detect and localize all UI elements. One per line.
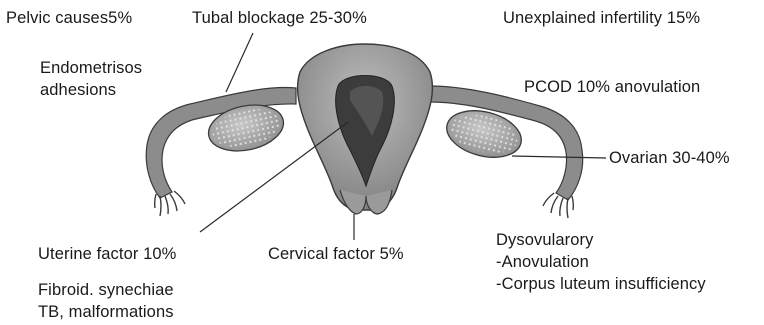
label-endometriosis-line2: adhesions <box>40 80 116 100</box>
label-unexplained-infertility: Unexplained infertility 15% <box>503 8 700 28</box>
label-dysovulatory-line2: -Anovulation <box>496 252 589 272</box>
label-fibroid-line1: Fibroid. synechiae <box>38 280 174 300</box>
leader-ovarian <box>512 156 606 158</box>
label-dysovulatory-line1: Dysovularory <box>496 230 593 250</box>
leader-tubal <box>226 33 253 92</box>
label-ovarian: Ovarian 30-40% <box>609 148 730 168</box>
label-endometriosis-line1: Endometrisos <box>40 58 142 78</box>
label-fibroid-line2: TB, malformations <box>38 302 174 322</box>
label-uterine-factor: Uterine factor 10% <box>38 244 176 264</box>
label-cervical-factor: Cervical factor 5% <box>268 244 404 264</box>
label-dysovulatory-line3: -Corpus luteum insufficiency <box>496 274 706 294</box>
label-tubal-blockage: Tubal blockage 25-30% <box>192 8 367 28</box>
label-pelvic-causes: Pelvic causes5% <box>6 8 132 28</box>
label-pcod: PCOD 10% anovulation <box>524 77 700 97</box>
